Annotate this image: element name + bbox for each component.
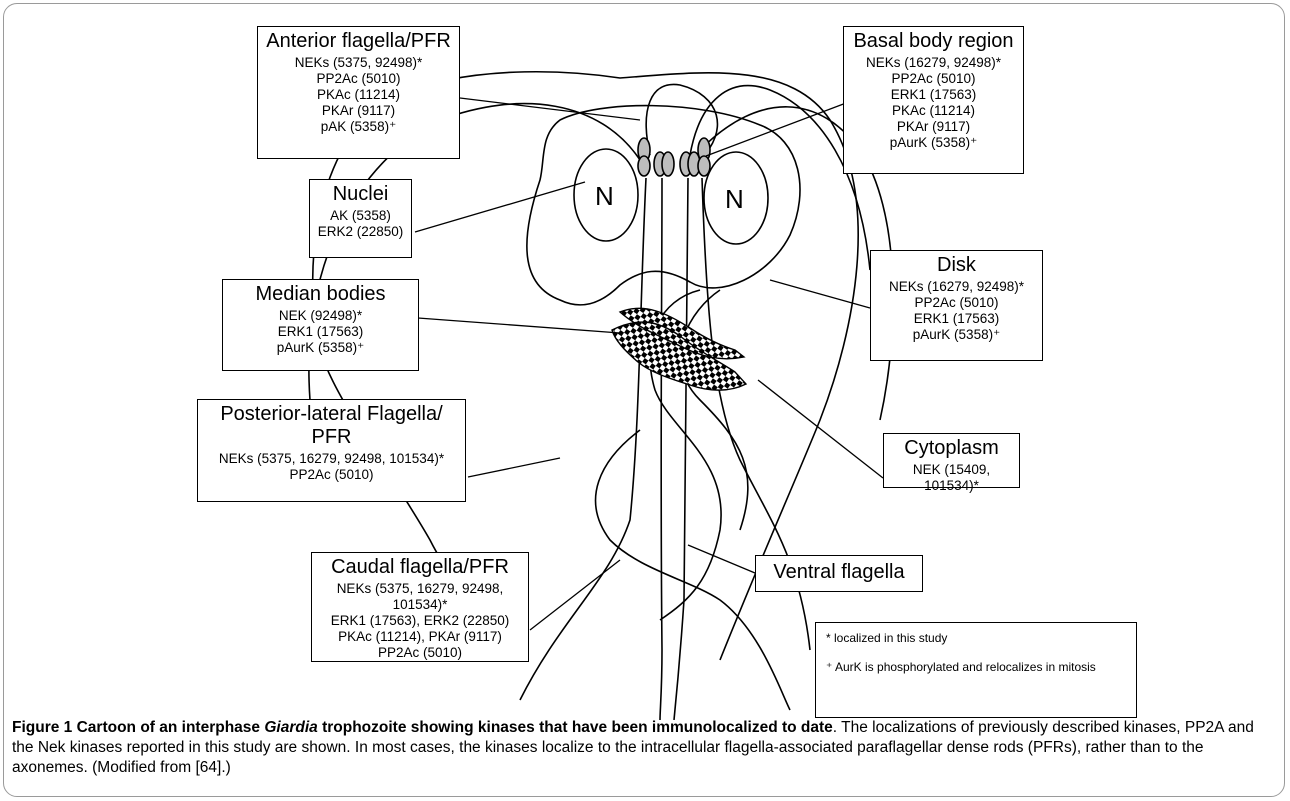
box-item: PKAc (11214)	[258, 87, 459, 103]
nuclei-box: Nuclei AK (5358) ERK2 (22850)	[309, 179, 412, 258]
box-item: ERK1 (17563)	[223, 324, 418, 340]
giardia-diagram: N N	[0, 0, 1290, 720]
caudal-flagella-box: Caudal flagella/PFR NEKs (5375, 16279, 9…	[311, 552, 529, 662]
box-item: NEKs (16279, 92498)*	[844, 55, 1023, 71]
box-item: NEKs (5375, 16279, 92498, 101534)*	[198, 451, 465, 467]
basal-body-box: Basal body region NEKs (16279, 92498)* P…	[843, 26, 1024, 174]
median-bodies-box: Median bodies NEK (92498)* ERK1 (17563) …	[222, 279, 419, 371]
caudal-flagellum-right	[674, 178, 688, 720]
box-item: pAurK (5358)⁺	[223, 340, 418, 356]
ventral-flagellum-right	[681, 290, 748, 530]
box-title: Posterior-lateral Flagella/	[198, 403, 465, 426]
box-item: NEK (15409, 101534)*	[884, 462, 1019, 494]
caption-title-suffix: trophozoite showing kinases that have be…	[318, 719, 833, 736]
box-title: Anterior flagella/PFR	[258, 30, 459, 53]
box-item: PP2Ac (5010)	[312, 645, 528, 661]
box-item: PP2Ac (5010)	[871, 295, 1042, 311]
box-item: pAurK (5358)⁺	[844, 135, 1023, 151]
box-item: ERK2 (22850)	[310, 224, 411, 240]
box-title: Disk	[871, 254, 1042, 277]
box-item: ERK1 (17563), ERK2 (22850)	[312, 613, 528, 629]
box-item: PP2Ac (5010)	[198, 467, 465, 483]
disk-box: Disk NEKs (16279, 92498)* PP2Ac (5010) E…	[870, 250, 1043, 361]
box-item: PKAc (11214)	[844, 103, 1023, 119]
box-item: PKAr (9117)	[844, 119, 1023, 135]
box-item: NEKs (5375, 92498)*	[258, 55, 459, 71]
median-body	[612, 308, 746, 390]
box-item: NEKs (5375, 16279, 92498, 101534)*	[312, 581, 528, 613]
ventral-flagella-box: Ventral flagella	[755, 555, 923, 592]
box-item: PKAr (9117)	[258, 103, 459, 119]
box-item: AK (5358)	[310, 208, 411, 224]
legend-notes: * localized in this study ⁺ AurK is phos…	[815, 622, 1137, 718]
figure-caption: Figure 1 Cartoon of an interphase Giardi…	[12, 718, 1278, 778]
box-item: pAurK (5358)⁺	[871, 327, 1042, 343]
posterolateral-flagellum-left	[520, 178, 646, 700]
nucleus-left-label: N	[595, 181, 614, 211]
box-item: PP2Ac (5010)	[844, 71, 1023, 87]
box-title: Ventral flagella	[756, 561, 922, 584]
posterior-lateral-box: Posterior-lateral Flagella/ PFR NEKs (53…	[197, 399, 466, 502]
caption-title: Figure 1 Cartoon of an interphase Giardi…	[12, 719, 833, 736]
box-title: Cytoplasm	[884, 437, 1019, 460]
box-title: Caudal flagella/PFR	[312, 556, 528, 579]
box-item: pAK (5358)⁺	[258, 119, 459, 135]
box-title: Basal body region	[844, 30, 1023, 53]
cytoplasm-box: Cytoplasm NEK (15409, 101534)*	[883, 433, 1020, 488]
caption-title-italic: Giardia	[264, 719, 317, 736]
box-item: NEKs (16279, 92498)*	[871, 279, 1042, 295]
caption-title-prefix: Figure 1 Cartoon of an interphase	[12, 719, 264, 736]
anterior-flagella-box: Anterior flagella/PFR NEKs (5375, 92498)…	[257, 26, 460, 159]
caudal-flagellum-left	[660, 178, 662, 720]
nucleus-right-label: N	[725, 184, 744, 214]
box-item: PKAc (11214), PKAr (9117)	[312, 629, 528, 645]
box-title: Median bodies	[223, 283, 418, 306]
box-item: ERK1 (17563)	[871, 311, 1042, 327]
box-item: ERK1 (17563)	[844, 87, 1023, 103]
box-title: Nuclei	[310, 183, 411, 206]
box-item: PP2Ac (5010)	[258, 71, 459, 87]
note-plus: ⁺ AurK is phosphorylated and relocalizes…	[826, 659, 1126, 675]
basal-bodies	[638, 138, 710, 176]
box-item: NEK (92498)*	[223, 308, 418, 324]
box-title: PFR	[198, 426, 465, 449]
note-asterisk: * localized in this study	[826, 630, 1126, 646]
